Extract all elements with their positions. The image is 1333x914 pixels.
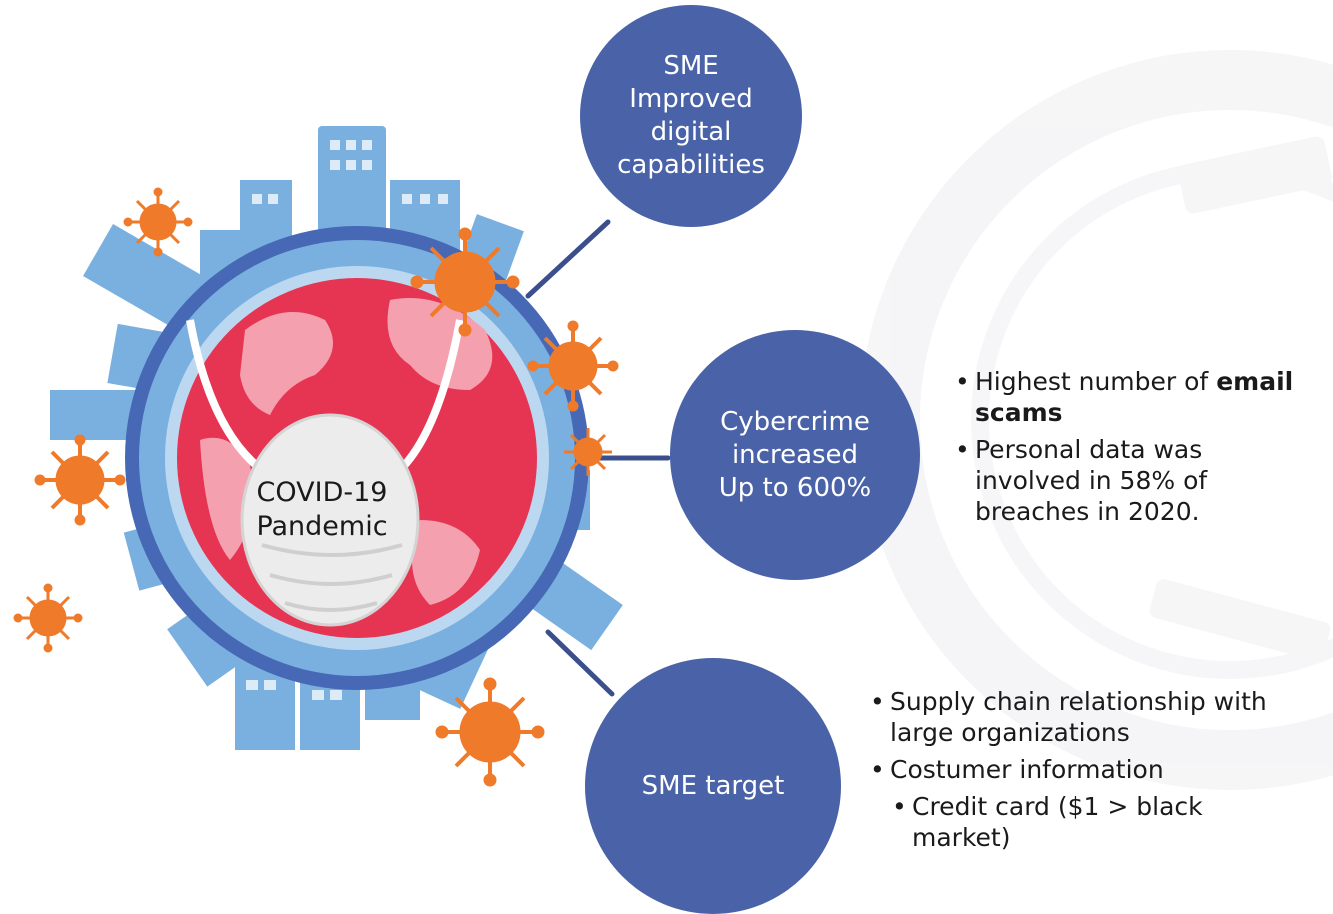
node-label: SME target: [641, 770, 785, 801]
list-item: Credit card ($1 > black market): [892, 791, 1212, 853]
virus-icon: [435, 677, 545, 787]
sme-target-bullet-list: Supply chain relationship with large org…: [870, 686, 1270, 859]
node-label: Cybercrime increased Up to 600%: [718, 406, 872, 503]
virus-icon: [527, 320, 619, 412]
globe-illustration: [50, 126, 623, 750]
list-item: Supply chain relationship with large org…: [870, 686, 1270, 748]
face-mask-icon: [186, 319, 464, 627]
center-label: COVID-19 Pandemic: [256, 477, 388, 542]
virus-icon: [34, 434, 126, 526]
viruses: [13, 187, 619, 787]
connectors: [525, 219, 671, 697]
virus-icon: [123, 187, 193, 257]
node-cybercrime: Cybercrime increased Up to 600%: [670, 330, 920, 580]
cybercrime-bullet-list: Highest number of email scams Personal d…: [955, 366, 1333, 533]
virus-icon: [564, 428, 612, 476]
emphasis-text: email scams: [975, 367, 1294, 427]
virus-icon: [13, 583, 83, 653]
list-item: Highest number of email scams: [955, 366, 1333, 428]
node-label: SME Improved digital capabilities: [617, 51, 765, 180]
list-item: Personal data was involved in 58% of bre…: [955, 434, 1245, 527]
node-sme-capabilities: SME Improved digital capabilities: [580, 5, 802, 227]
virus-icon: [410, 227, 520, 337]
connector-sme-capabilities: [525, 219, 611, 299]
list-item: Costumer information: [870, 754, 1270, 785]
node-sme-target: SME target: [585, 658, 841, 914]
connector-sme-target: [545, 629, 615, 697]
